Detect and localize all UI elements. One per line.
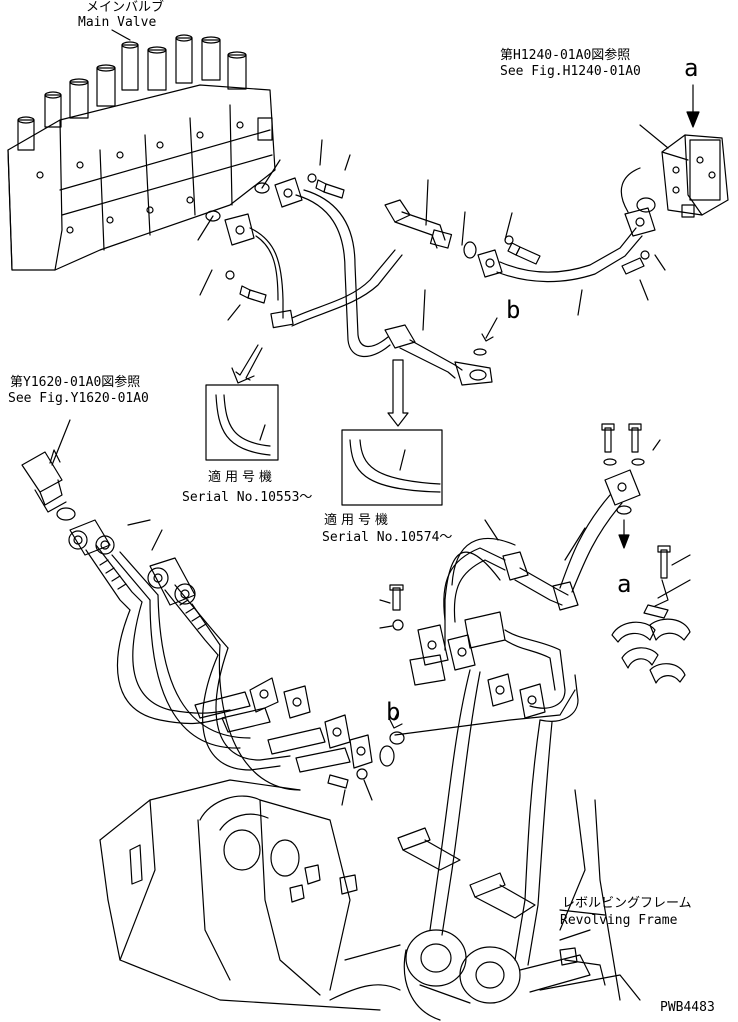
bolt bbox=[622, 258, 644, 274]
o-ring bbox=[464, 242, 476, 258]
right-valve bbox=[640, 85, 728, 217]
serial-b-label-en: Serial No.10574～ bbox=[322, 530, 453, 545]
ref-h1240-label-jp: 第H1240-01A0図参照 bbox=[500, 48, 631, 63]
o-ring bbox=[474, 349, 486, 355]
washer bbox=[308, 174, 316, 182]
bolt bbox=[508, 243, 540, 264]
serial-a-label-en: Serial No.10553～ bbox=[182, 490, 313, 505]
washer bbox=[357, 769, 367, 779]
ref-y1620-label-en: See Fig.Y1620-01A0 bbox=[8, 391, 149, 406]
revolving-frame-label-jp: レボルビングフレーム bbox=[562, 896, 692, 911]
bolt bbox=[316, 180, 344, 198]
bolt bbox=[240, 286, 266, 303]
hose-assembly bbox=[69, 520, 372, 790]
detail-box-serial-10574 bbox=[342, 360, 442, 505]
o-ring bbox=[255, 183, 269, 193]
clamp-set bbox=[602, 424, 690, 683]
revolving-frame bbox=[100, 780, 640, 1020]
washer bbox=[641, 251, 649, 259]
left-fitting bbox=[22, 420, 75, 520]
washer bbox=[226, 271, 234, 279]
detail-box-serial-10553 bbox=[206, 345, 278, 460]
drawing-number: PWB4483 bbox=[660, 1000, 715, 1015]
main-valve-label-jp: メインバルブ bbox=[86, 0, 165, 15]
bolt bbox=[328, 775, 348, 788]
serial-b-label-jp: 適用号機 bbox=[324, 513, 393, 528]
callout-a-mid: a bbox=[617, 570, 632, 598]
upper-pipes bbox=[225, 168, 655, 385]
o-ring bbox=[390, 732, 404, 744]
o-ring bbox=[206, 211, 220, 221]
main-valve bbox=[8, 30, 275, 270]
ref-y1620-label-jp: 第Y1620-01A0図参照 bbox=[10, 375, 141, 390]
callout-a-top: a bbox=[684, 54, 699, 82]
ref-h1240-label-en: See Fig.H1240-01A0 bbox=[500, 64, 641, 79]
callout-b-mid: b bbox=[386, 698, 401, 726]
revolving-frame-label-en: Revolving Frame bbox=[560, 913, 678, 928]
o-ring bbox=[380, 746, 394, 766]
o-ring bbox=[637, 198, 655, 212]
serial-a-label-jp: 適用号機 bbox=[208, 470, 277, 485]
main-valve-label-en: Main Valve bbox=[78, 15, 157, 30]
center-piping bbox=[380, 470, 640, 965]
callout-b-top: b bbox=[506, 296, 521, 324]
